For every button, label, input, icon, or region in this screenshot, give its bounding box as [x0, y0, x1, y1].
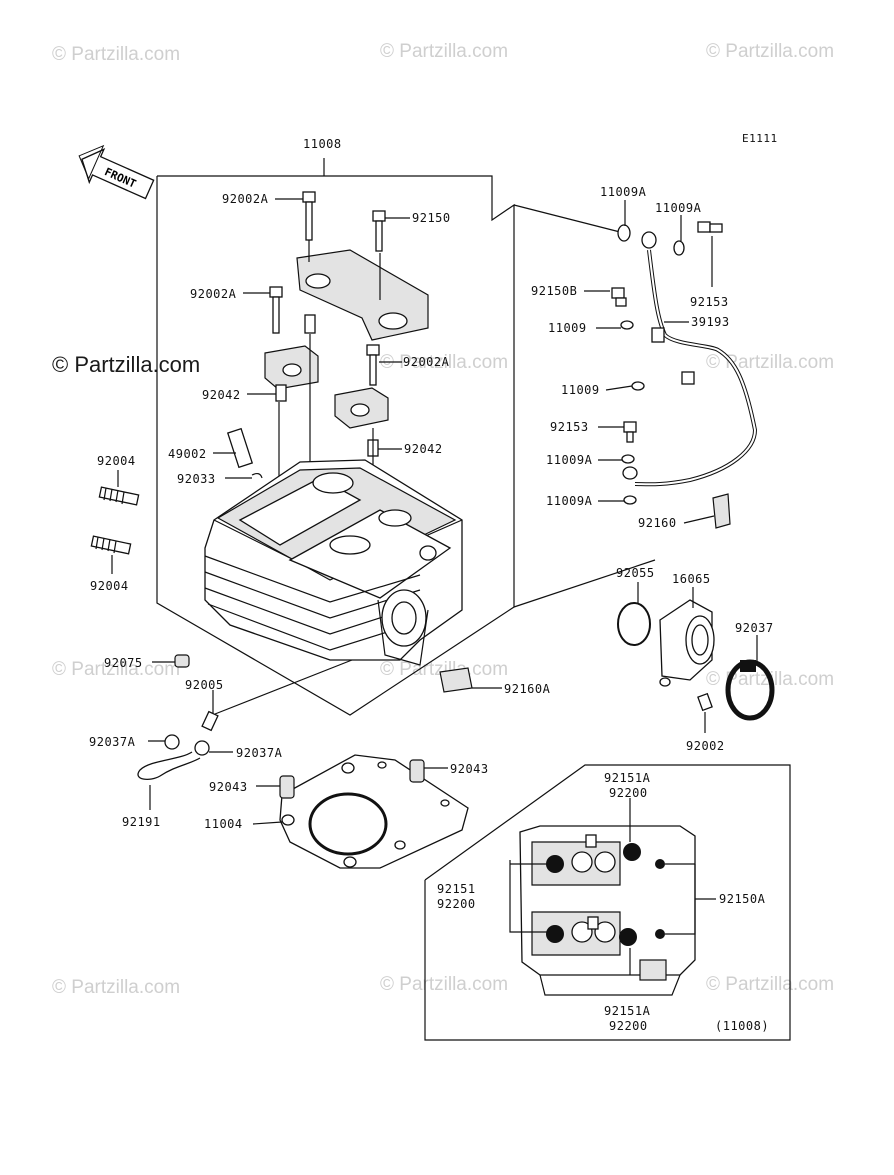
part-label: 92002A: [222, 192, 269, 206]
part-label: 92151: [437, 882, 476, 896]
cylinder-head-frame: [156, 158, 515, 716]
part-labels: 11008 92002A 92150 92002A 92002A 92042 4…: [89, 137, 774, 1033]
front-arrow-icon: FRONT: [78, 144, 155, 200]
part-label: 92033: [177, 472, 216, 486]
part-label: 92075: [104, 656, 143, 670]
part-label: 92153: [550, 420, 589, 434]
watermark-text-dark: © Partzilla.com: [52, 352, 200, 377]
part-label: 92160A: [504, 682, 551, 696]
part-label: 92150: [412, 211, 451, 225]
watermark-text: © Partzilla.com: [52, 977, 180, 998]
part-label: 92043: [450, 762, 489, 776]
cam-cap-assembly: [226, 191, 429, 500]
part-label: 11009: [548, 321, 587, 335]
part-label: 92191: [122, 815, 161, 829]
oil-pipe-assembly: [513, 204, 758, 608]
part-label: 92042: [404, 442, 443, 456]
part-label: 92151A: [604, 771, 651, 785]
part-label: 92151A: [604, 1004, 651, 1018]
part-label: 92200: [609, 786, 648, 800]
intake-holder-assembly: [617, 599, 775, 733]
cylinder-head-body: [204, 459, 463, 666]
part-label: 16065: [672, 572, 711, 586]
watermark-text: © Partzilla.com: [706, 352, 834, 373]
part-label: 92150A: [719, 892, 766, 906]
part-label: 92002A: [403, 355, 450, 369]
part-label: 92042: [202, 388, 241, 402]
watermark-text: © Partzilla.com: [706, 974, 834, 995]
part-label: 92005: [185, 678, 224, 692]
part-label: 92043: [209, 780, 248, 794]
part-label: 11009A: [546, 453, 593, 467]
part-label: 92037A: [236, 746, 283, 760]
part-label: 11009A: [600, 185, 647, 199]
stud-bolts: [90, 470, 140, 574]
diagram-code: E1111: [742, 132, 778, 145]
watermark-text: © Partzilla.com: [52, 44, 180, 65]
part-label: 11009A: [546, 494, 593, 508]
inset-top-view: (11008): [424, 764, 791, 1041]
part-label: 92004: [90, 579, 129, 593]
leader-lines: [148, 198, 758, 825]
part-label: 92153: [690, 295, 729, 309]
part-label: 11008: [303, 137, 342, 151]
part-label: 49002: [168, 447, 207, 461]
watermark-text: © Partzilla.com: [380, 41, 508, 62]
part-label: 11009A: [655, 201, 702, 215]
part-label: 92160: [638, 516, 677, 530]
lower-left-parts: [137, 654, 473, 810]
part-label: 92055: [616, 566, 655, 580]
watermark-text: © Partzilla.com: [380, 974, 508, 995]
watermark-text: © Partzilla.com: [706, 41, 834, 62]
watermark-text: © Partzilla.com: [52, 659, 180, 680]
inset-reference: (11008): [715, 1019, 769, 1033]
part-label: 92002A: [190, 287, 237, 301]
part-label: 11009: [561, 383, 600, 397]
part-label: 39193: [691, 315, 730, 329]
part-label: 92002: [686, 739, 725, 753]
part-label: 92150B: [531, 284, 577, 298]
watermark-text: © Partzilla.com: [380, 352, 508, 373]
part-label: 11004: [204, 817, 243, 831]
part-label: 92200: [437, 897, 476, 911]
part-label: 92200: [609, 1019, 648, 1033]
part-label: 92037A: [89, 735, 136, 749]
part-label: 92037: [735, 621, 774, 635]
part-label: 92004: [97, 454, 136, 468]
head-gasket: [279, 754, 469, 869]
